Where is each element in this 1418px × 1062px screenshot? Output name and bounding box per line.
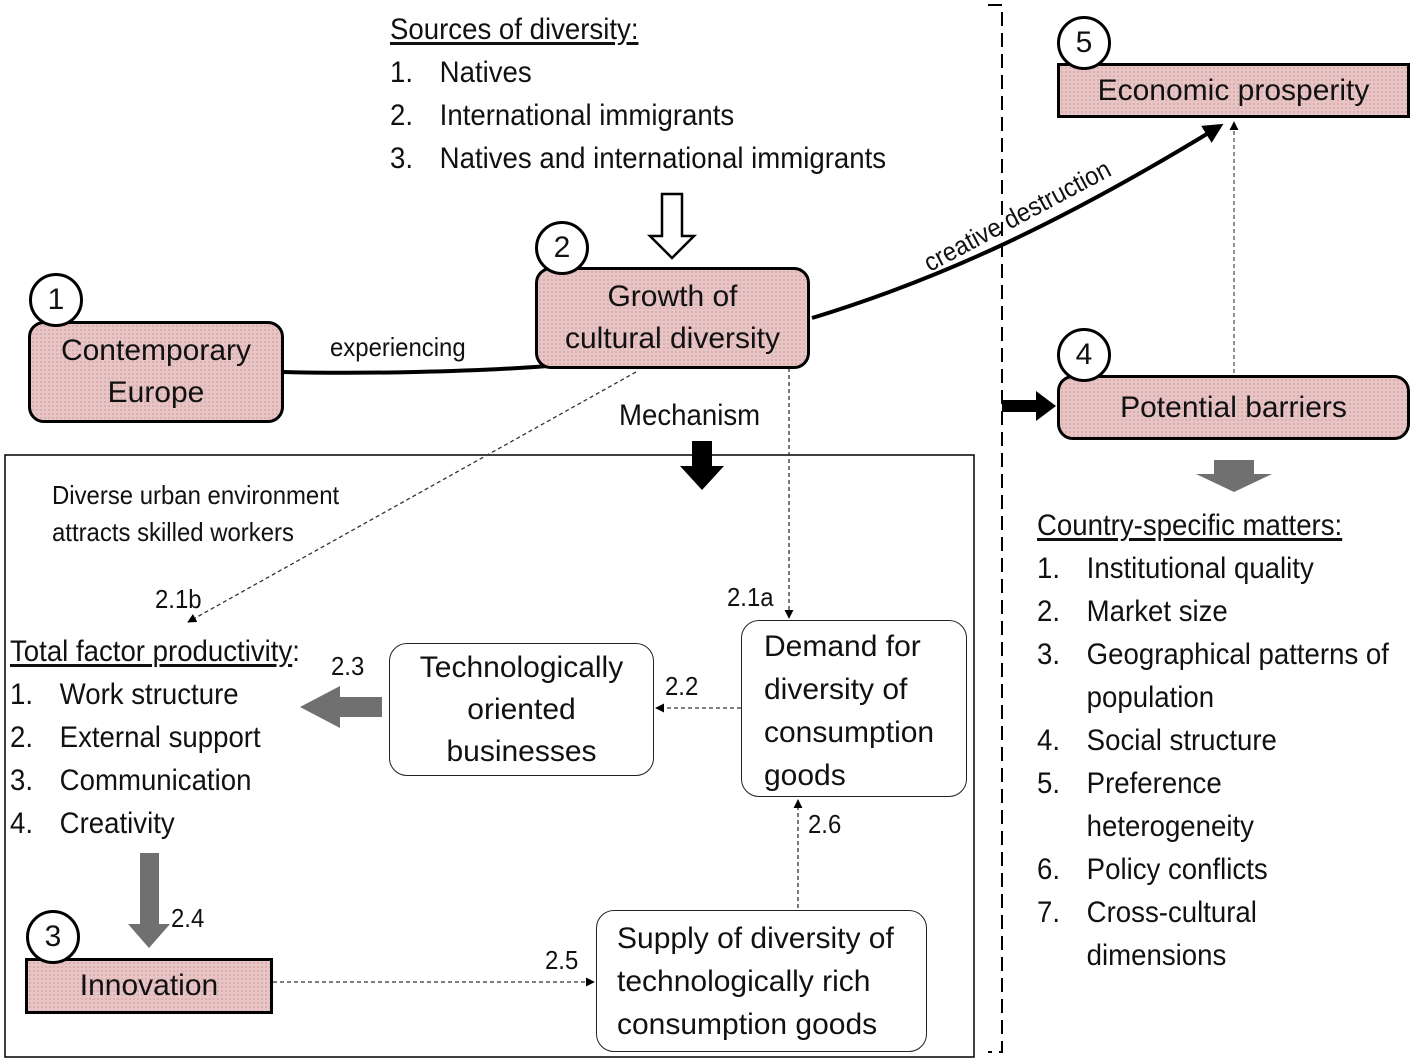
- edge-label-2-1b: 2.1b: [155, 584, 202, 614]
- mechanism-panel-border: [4, 454, 975, 1058]
- country-item: 5.Preference: [1037, 767, 1222, 800]
- edge-label-2-6: 2.6: [808, 809, 842, 839]
- node-label: Europe: [107, 376, 205, 409]
- sources-hollow-arrow: [646, 192, 698, 260]
- node-label: consumption goods: [617, 1007, 878, 1041]
- barriers-gray-arrow: [1196, 460, 1272, 492]
- barriers-arrow: [1002, 391, 1056, 421]
- sources-item: 2.International immigrants: [390, 99, 735, 132]
- creative-destruction-arrow: [811, 123, 1224, 320]
- diverse-note-line: attracts skilled workers: [52, 517, 294, 547]
- node-number-badge: 3: [26, 910, 80, 964]
- node-label: businesses: [446, 734, 597, 768]
- country-item: 6.Policy conflicts: [1037, 853, 1268, 886]
- node-potential-barriers: Potential barriers: [1057, 375, 1410, 440]
- node-contemporary-europe: Contemporary Europe: [28, 321, 284, 423]
- node-number-badge: 4: [1057, 328, 1111, 382]
- country-item: dimensions: [1086, 939, 1227, 972]
- tfp-item: 1.Work structure: [10, 678, 239, 711]
- edge-label-2-2: 2.2: [665, 671, 699, 701]
- node-label: cultural diversity: [564, 322, 781, 355]
- node-label: Contemporary: [60, 334, 252, 367]
- edge-label-2-1a: 2.1a: [727, 582, 774, 612]
- edge-2-3-arrow: [300, 686, 382, 728]
- node-label: Demand for: [764, 629, 921, 663]
- node-label: technologically rich: [617, 964, 871, 998]
- country-item: population: [1086, 681, 1215, 714]
- node-label: Growth of: [607, 280, 738, 313]
- experiencing-line: [282, 364, 549, 375]
- country-item: 3.Geographical patterns of: [1037, 638, 1389, 671]
- country-item: 1.Institutional quality: [1037, 552, 1314, 585]
- node-label: goods: [764, 758, 846, 792]
- mechanism-arrow: [680, 441, 724, 490]
- country-item: 7.Cross-cultural: [1037, 896, 1257, 929]
- node-growth-cultural-diversity: Growth of cultural diversity: [535, 267, 810, 369]
- edge-label-2-3: 2.3: [331, 651, 365, 681]
- diverse-note-line: Diverse urban environment: [52, 480, 340, 510]
- node-supply-diversity: Supply of diversity of technologically r…: [596, 910, 927, 1052]
- country-item: 4.Social structure: [1037, 724, 1277, 757]
- country-item: heterogeneity: [1086, 810, 1254, 843]
- edge-label-2-4: 2.4: [171, 903, 205, 933]
- sources-item: 3.Natives and international immigrants: [390, 142, 887, 175]
- node-demand-diversity: Demand for diversity of consumption good…: [741, 620, 967, 797]
- tfp-heading: Total factor productivity:: [10, 635, 300, 668]
- country-heading: Country-specific matters:: [1037, 509, 1343, 542]
- tfp-item: 2.External support: [10, 721, 261, 754]
- country-item: 2.Market size: [1037, 595, 1228, 628]
- node-innovation: Innovation: [25, 958, 273, 1014]
- edge-label-experiencing: experiencing: [330, 332, 466, 362]
- node-number-badge: 5: [1057, 16, 1111, 70]
- node-label: Economic prosperity: [1097, 73, 1370, 107]
- edge-2-4-arrow: [128, 853, 170, 948]
- node-label: consumption: [764, 715, 935, 749]
- sources-heading: Sources of diversity:: [390, 13, 639, 46]
- node-label: oriented: [467, 692, 576, 726]
- node-label: Supply of diversity of: [617, 921, 894, 955]
- node-number-badge: 2: [535, 221, 589, 275]
- node-label: Potential barriers: [1120, 390, 1347, 424]
- node-label: Innovation: [79, 969, 219, 1002]
- node-number-badge: 1: [29, 273, 83, 327]
- node-label: Technologically: [419, 650, 624, 684]
- node-tech-businesses: Technologically oriented businesses: [389, 643, 654, 776]
- tfp-item: 4.Creativity: [10, 807, 175, 840]
- tfp-item: 3.Communication: [10, 764, 252, 797]
- node-economic-prosperity: Economic prosperity: [1057, 63, 1410, 118]
- dashed-bracket: [988, 4, 1003, 1053]
- mechanism-label: Mechanism: [619, 399, 761, 432]
- edge-label-2-5: 2.5: [545, 945, 579, 975]
- edge-2-1b-line: [187, 371, 637, 623]
- node-label: diversity of: [764, 672, 908, 706]
- sources-item: 1.Natives: [390, 56, 532, 89]
